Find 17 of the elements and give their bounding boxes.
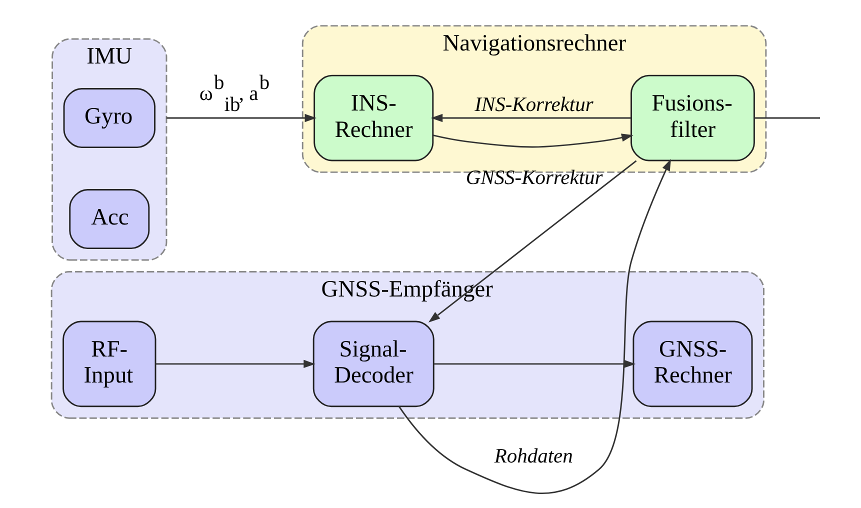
arrow (156, 360, 316, 368)
edge-label: INS-Korrektur (474, 94, 594, 116)
node-box: RF- Input (62, 320, 156, 408)
node-box: Gyro (63, 88, 156, 148)
node-box: Acc (69, 189, 150, 250)
arrow (434, 360, 636, 368)
node-box: INS- Rechner (314, 74, 434, 162)
connector (754, 117, 820, 119)
edge-label: Rohdaten (494, 445, 573, 468)
arrow (430, 114, 631, 122)
arrow (166, 114, 317, 122)
node-box: Fusions- filter (630, 74, 755, 162)
node-box: GNSS- Rechner (632, 320, 753, 408)
arrow (398, 158, 671, 494)
node-box: Signal- Decoder (312, 320, 434, 408)
arrow (428, 160, 637, 322)
arrow (433, 134, 634, 148)
